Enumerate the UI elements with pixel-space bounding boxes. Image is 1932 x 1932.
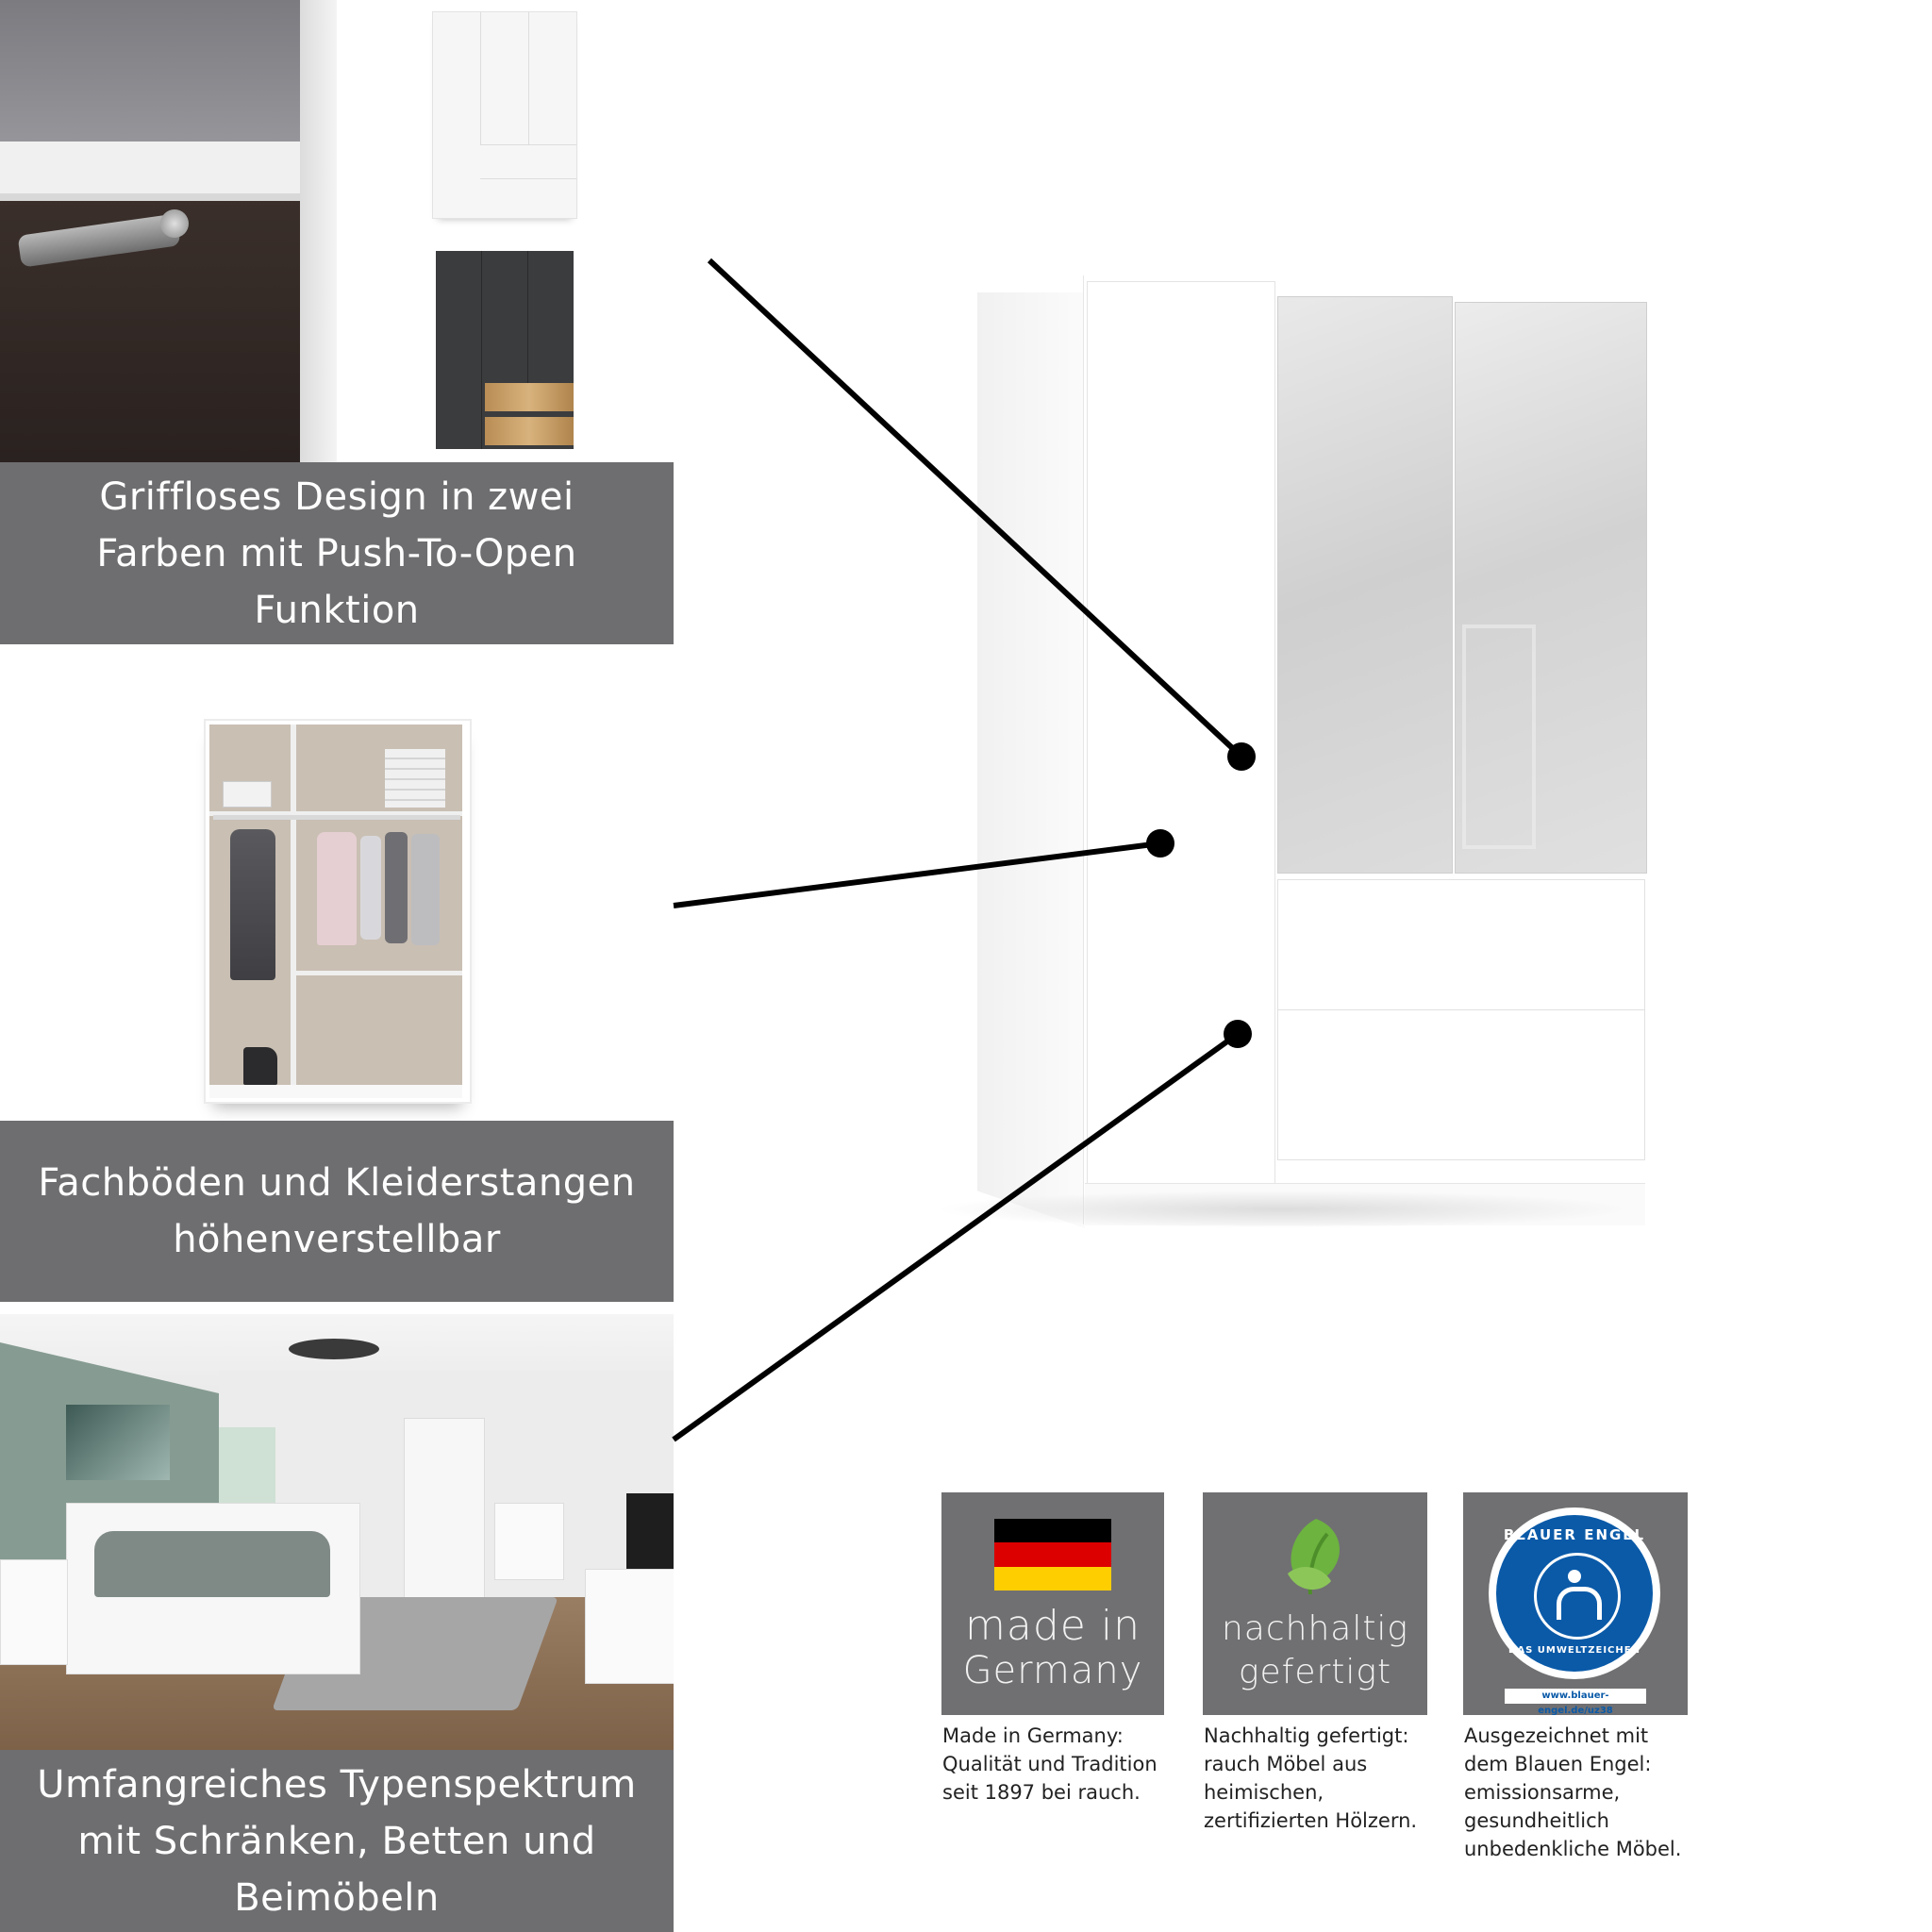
push-to-open-photo bbox=[0, 0, 337, 462]
badge-made-in-line1: made in bbox=[965, 1602, 1141, 1650]
storage-box bbox=[223, 781, 272, 808]
folded-stack bbox=[385, 749, 445, 808]
leaf-icon bbox=[1288, 1519, 1340, 1595]
callout-dot-handleless bbox=[1227, 742, 1256, 771]
germany-flag-icon bbox=[994, 1519, 1111, 1591]
badge-made-in-germany-description: Made in Germany: Qualität und Tradition … bbox=[942, 1724, 1158, 1804]
feature-caption-handleless: Griffloses Design in zwei Farben mit Pus… bbox=[0, 462, 674, 644]
boots bbox=[243, 1047, 277, 1085]
badge-blauer-engel-description: Ausgezeichnet mit dem Blauen Engel: emis… bbox=[1464, 1724, 1682, 1860]
mirror-door-left bbox=[1277, 296, 1453, 874]
feature-caption-range: Umfangreiches Typenspektrum mit Schränke… bbox=[0, 1750, 674, 1932]
callout-dot-range bbox=[1224, 1020, 1252, 1048]
seal-top-text: BLAUER ENGEL bbox=[1503, 1526, 1646, 1543]
drawer-upper bbox=[1277, 879, 1645, 1019]
feature-caption-shelves: Fachböden und Kleiderstangen höhenverste… bbox=[0, 1121, 674, 1302]
badge-sustainable-line2: gefertigt bbox=[1238, 1653, 1392, 1691]
ceiling-lamp bbox=[289, 1339, 379, 1359]
mirror-door-right bbox=[1455, 302, 1647, 874]
wardrobe-thumbnail-white bbox=[432, 11, 577, 219]
callout-line-handleless bbox=[707, 258, 1244, 759]
wardrobe-thumbnail-graphite bbox=[436, 251, 574, 449]
seal-bottom-text: DAS UMWELTZEICHEN bbox=[1508, 1645, 1641, 1656]
drawer-lower bbox=[1277, 1009, 1645, 1160]
hanging-shirt bbox=[317, 832, 357, 945]
badge-made-in-line2: Germany bbox=[962, 1649, 1143, 1692]
bedroom-scene-photo bbox=[0, 1314, 674, 1750]
hanging-coat bbox=[230, 829, 275, 980]
seal-url: www.blauer-engel.de/uz38 bbox=[1505, 1689, 1646, 1716]
badge-sustainable-description: Nachhaltig gefertigt: rauch Möbel aus he… bbox=[1204, 1724, 1418, 1832]
callout-line-shelves bbox=[673, 841, 1161, 908]
wall-art bbox=[66, 1405, 170, 1480]
callout-dot-shelves bbox=[1146, 829, 1174, 858]
badge-sustainable-line1: nachhaltig bbox=[1221, 1609, 1409, 1648]
tv bbox=[626, 1493, 674, 1569]
badge-sustainable: nachhaltig gefertigt bbox=[1203, 1492, 1427, 1715]
badge-blauer-engel: BLAUER ENGEL DAS UMWELTZEICHEN www.blaue… bbox=[1463, 1492, 1688, 1716]
wardrobe-interior-image bbox=[204, 719, 472, 1104]
callout-line-range bbox=[672, 1031, 1240, 1442]
badge-made-in-germany: made in Germany bbox=[941, 1492, 1164, 1715]
blauer-engel-seal-icon: BLAUER ENGEL DAS UMWELTZEICHEN bbox=[1489, 1507, 1660, 1679]
wardrobe-side-panel bbox=[977, 292, 1085, 1228]
